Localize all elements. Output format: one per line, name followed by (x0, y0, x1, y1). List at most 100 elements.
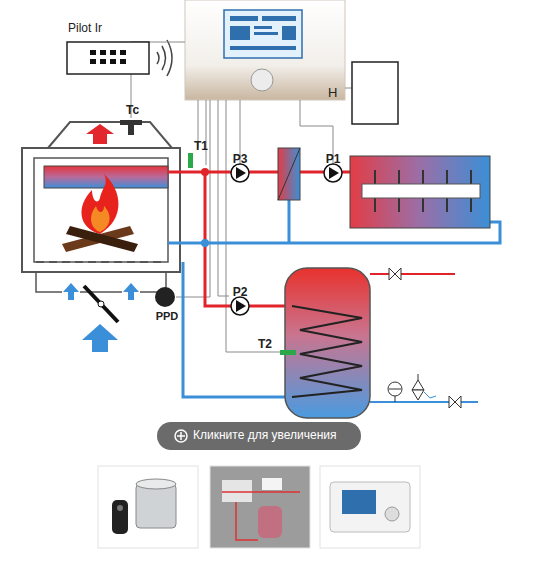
valve-symbol (449, 396, 461, 408)
control-wire (218, 100, 229, 296)
remote-control: Pilot Ir (66, 22, 152, 76)
thumbnail (210, 466, 310, 548)
ir-waves (157, 52, 159, 64)
plate-heat-exchanger (278, 148, 300, 200)
control-wire (345, 88, 352, 89)
hot-water-tank (285, 268, 370, 418)
valve-symbol (389, 268, 461, 408)
heat-module-box: H (326, 60, 400, 126)
boiler (82, 174, 119, 234)
button-pill (157, 422, 361, 450)
fan-symbol: PPD (150, 286, 184, 326)
thumbnail (330, 482, 410, 532)
radiator (350, 156, 490, 228)
thumbnail (342, 490, 376, 514)
remote-key (100, 59, 106, 64)
node-label: Tc (126, 104, 148, 117)
boiler (86, 124, 114, 144)
plate-heat-exchanger (278, 148, 300, 200)
controller-unit (254, 26, 272, 29)
node-label: T1 (194, 140, 216, 153)
thumbnail (136, 479, 176, 489)
controller-unit (251, 69, 273, 91)
pump-arrow (236, 300, 246, 312)
ir-waves (167, 40, 172, 76)
node-label: T2 (258, 338, 280, 351)
expansion-vessel (388, 382, 402, 402)
node-label: PPD (146, 310, 188, 322)
boiler (66, 226, 138, 252)
safety-valve (412, 374, 436, 400)
control-wire (226, 100, 280, 352)
node-label: Pilot Ir (68, 22, 148, 35)
thumbnail (385, 507, 399, 521)
boiler (91, 206, 110, 232)
return-pipe (183, 262, 292, 397)
expansion-vessel (388, 382, 402, 396)
sensor-stem (128, 125, 134, 135)
remote-body (67, 42, 149, 74)
boiler-sensor: T1 (186, 140, 212, 168)
sensor-head (120, 120, 142, 125)
air-arrow (123, 283, 139, 300)
hot-water-tank (285, 268, 370, 418)
thumbnail (320, 466, 420, 548)
node-label: P1 (322, 153, 344, 166)
controller-unit (185, 0, 345, 100)
boiler (36, 261, 166, 263)
controller-unit (224, 10, 302, 58)
controller-unit (262, 16, 296, 21)
thumbnail (262, 478, 282, 490)
pump-body (231, 297, 249, 315)
boiler (22, 122, 180, 322)
thumbnail (136, 484, 176, 528)
remote-key (90, 50, 96, 55)
thumbnail (98, 466, 198, 548)
controller-unit (254, 32, 278, 35)
valve-symbol (389, 268, 401, 280)
thumbnail (320, 466, 420, 548)
domestic-water-pipe (370, 274, 478, 402)
air-arrow (82, 324, 118, 352)
boiler (98, 301, 104, 307)
boiler (34, 158, 168, 262)
pump-symbol: P3 (229, 153, 251, 185)
tank-sensor: T2 (258, 338, 298, 360)
expansion-vessel (389, 389, 401, 390)
fan-body (155, 287, 175, 307)
safety-valve (424, 392, 436, 398)
node-label: P3 (229, 153, 251, 166)
boiler (36, 272, 166, 292)
controller-unit (282, 26, 296, 40)
domestic-water-pipe (370, 273, 455, 275)
boiler (48, 122, 172, 148)
hot-water-tank (292, 306, 362, 397)
remote-key (120, 50, 126, 55)
pump-symbol: P1 (322, 153, 344, 185)
remote-key (90, 59, 96, 64)
air-arrow (63, 283, 139, 352)
controller-unit (230, 46, 296, 50)
boiler (22, 148, 180, 272)
thumbnail (112, 500, 128, 534)
ir-waves (162, 46, 166, 70)
remote-key (120, 59, 126, 64)
controller-unit (230, 26, 250, 40)
boiler (84, 286, 118, 322)
safety-valve (412, 380, 424, 390)
controller-unit (185, 0, 345, 100)
zoom-icon (177, 432, 185, 440)
thumbnail (117, 505, 123, 511)
node-label: P2 (229, 286, 251, 299)
thumbnail (222, 492, 300, 540)
thumbnail (222, 480, 252, 502)
sensor-body (188, 153, 193, 168)
sensor-body (280, 350, 296, 355)
pump-arrow (329, 167, 339, 179)
air-arrow (63, 283, 79, 300)
thumbnail (98, 466, 198, 548)
zoom-button: Кликните для увеличения (157, 422, 361, 450)
radiator (350, 156, 490, 228)
